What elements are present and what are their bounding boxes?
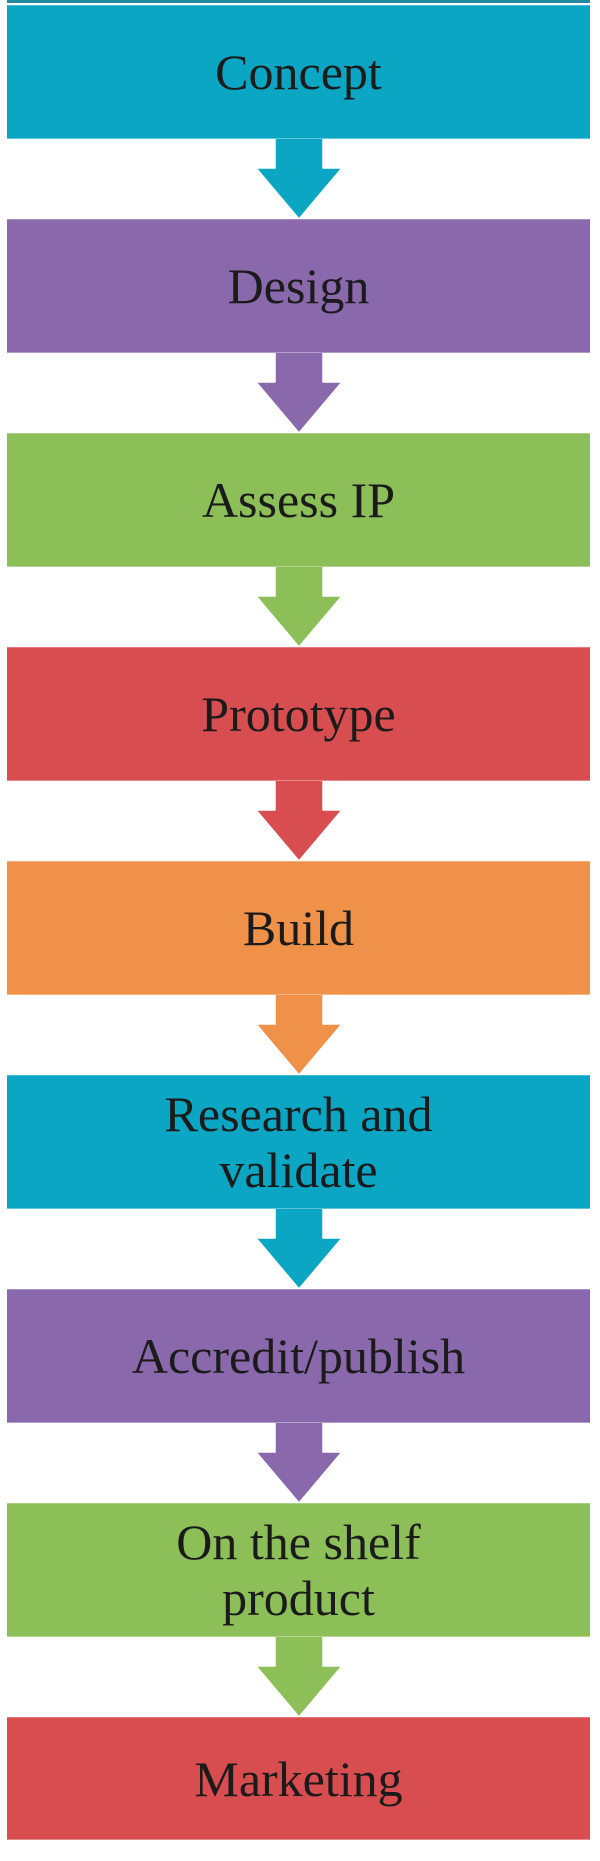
connector-row [7, 353, 590, 433]
connector-row [7, 995, 590, 1075]
down-arrow-icon [255, 567, 342, 647]
connector-row [7, 1423, 590, 1503]
flow-step-label: Build [242, 900, 355, 956]
connector-row [7, 1637, 590, 1717]
down-arrow-icon [255, 781, 342, 861]
flow-step-concept: Concept [7, 5, 590, 139]
connector-row [7, 781, 590, 861]
flow-step-marketing: Marketing [7, 1717, 590, 1840]
down-arrow-icon [255, 139, 342, 219]
flow-step-on-the-shelf-product: On the shelf product [7, 1503, 590, 1637]
flow-step-label: Concept [215, 44, 382, 100]
flow-step-build: Build [7, 861, 590, 995]
down-arrow-icon [255, 353, 342, 433]
down-arrow-icon [255, 995, 342, 1075]
top-border-line [7, 0, 590, 3]
flow-step-label: Prototype [201, 686, 396, 742]
connector-row [7, 567, 590, 647]
flow-step-design: Design [7, 219, 590, 353]
flow-step-label: Design [227, 258, 370, 314]
flow-step-label: Marketing [194, 1750, 403, 1807]
flow-step-accredit-publish: Accredit/publish [7, 1289, 590, 1423]
flow-step-label: Accredit/publish [131, 1328, 466, 1384]
connector-row [7, 139, 590, 219]
flow-step-prototype: Prototype [7, 647, 590, 781]
down-arrow-icon [255, 1423, 342, 1503]
down-arrow-icon [255, 1209, 342, 1289]
flow-step-label: On the shelf product [176, 1514, 421, 1626]
flow-step-label: Research and validate [164, 1086, 433, 1198]
flow-step-research-and-validate: Research and validate [7, 1075, 590, 1209]
connector-row [7, 1209, 590, 1289]
flow-step-label: Assess IP [201, 472, 396, 528]
flow-step-assess-ip: Assess IP [7, 433, 590, 567]
down-arrow-icon [255, 1637, 342, 1717]
